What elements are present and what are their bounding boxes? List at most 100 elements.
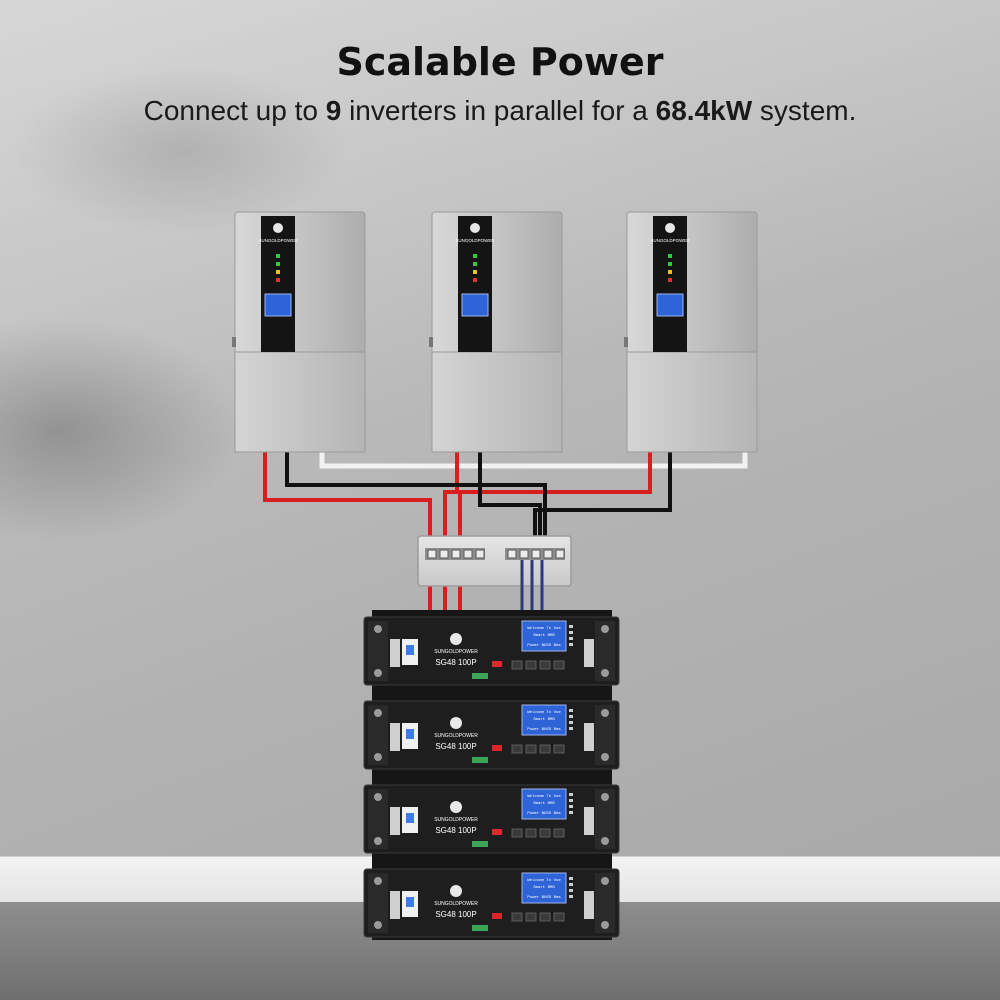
mount-screw (601, 753, 609, 761)
busbar-terminal (439, 549, 449, 559)
rack-ear-right (595, 621, 615, 681)
busbar-terminal (555, 549, 565, 559)
battery-lcd-screen (521, 620, 567, 652)
brand-sun-icon (470, 223, 480, 233)
battery-module-4: SUNGOLDPOWER SG48 100P Welcome To Use Sm… (363, 868, 620, 938)
positive-cables (263, 452, 652, 615)
comm-ports (511, 744, 565, 754)
busbar-terminal (531, 549, 541, 559)
inverter-brand: SUNGOLDPOWER (258, 238, 298, 243)
terminal-block (472, 841, 488, 847)
negative-terminal (584, 723, 594, 751)
battery-module-3: SUNGOLDPOWER SG48 100P Welcome To Use Sm… (363, 784, 620, 854)
breaker-toggle (406, 729, 414, 739)
lcd-buttons (569, 877, 573, 898)
lcd-line-2: Smart BMS (533, 885, 555, 890)
lcd-line-3: Power BOSS Bms (527, 643, 561, 648)
positive-cable-1 (263, 452, 432, 615)
battery-brand: SUNGOLDPOWER (434, 817, 478, 823)
inverter-lcd-screen (656, 293, 684, 317)
mount-screw (374, 921, 382, 929)
inverter-row: SUNGOLDPOWER SUNGOLDPOWER (232, 211, 758, 453)
rack-ear-left (368, 621, 388, 681)
busbar-box (417, 535, 572, 587)
battery-brand: SUNGOLDPOWER (434, 733, 478, 739)
brand-sun-icon (450, 633, 462, 645)
status-leds (276, 254, 280, 282)
lcd-line-1: Welcome To Use (527, 626, 561, 631)
brand-sun-icon (665, 223, 675, 233)
mount-screw (601, 837, 609, 845)
lcd-buttons (569, 625, 573, 646)
lcd-buttons (569, 709, 573, 730)
battery-model: SG48 100P (435, 826, 476, 835)
mount-screw (601, 877, 609, 885)
battery-module-1: SUNGOLDPOWER SG48 100P Welcome To Use Sm… (363, 616, 620, 686)
busbar-terminal (507, 549, 517, 559)
lcd-buttons (569, 793, 573, 814)
busbar-terminal (427, 549, 437, 559)
negative-cables (285, 452, 672, 540)
battery-lcd-screen (521, 872, 567, 904)
battery-lcd-screen (521, 704, 567, 736)
terminal-block (472, 925, 488, 931)
dip-switch (492, 745, 502, 751)
inverter-front-panel (261, 216, 295, 352)
mount-screw (374, 837, 382, 845)
mount-screw (374, 793, 382, 801)
positive-cable-3 (458, 452, 652, 615)
subheadline: Connect up to 9 inverters in parallel fo… (0, 95, 1000, 127)
rack-ear-right (595, 873, 615, 933)
inverter-lower-cover (626, 351, 758, 453)
breaker-toggle (406, 897, 414, 907)
rack-ear-left (368, 789, 388, 849)
mount-screw (374, 877, 382, 885)
rack-ear-left (368, 873, 388, 933)
battery-brand: SUNGOLDPOWER (434, 649, 478, 655)
inverter-3: SUNGOLDPOWER (624, 211, 758, 453)
battery-lcd-screen (521, 788, 567, 820)
battery-module-2: SUNGOLDPOWER SG48 100P Welcome To Use Sm… (363, 700, 620, 770)
inverter-lcd-screen (461, 293, 489, 317)
rack-ear-right (595, 789, 615, 849)
negative-cable-2 (478, 452, 542, 540)
lcd-line-3: Power BOSS Bms (527, 895, 561, 900)
busbar-terminal (543, 549, 553, 559)
mount-screw (601, 793, 609, 801)
inverter-lower-cover (431, 351, 563, 453)
negative-terminal (584, 639, 594, 667)
lcd-line-2: Smart BMS (533, 801, 555, 806)
inverter-side-button (624, 337, 628, 347)
busbar-terminals (427, 549, 565, 559)
mount-screw (601, 709, 609, 717)
battery-brand: SUNGOLDPOWER (434, 901, 478, 907)
battery-model: SG48 100P (435, 910, 476, 919)
rack-ear-right (595, 705, 615, 765)
inverter-front-panel (653, 216, 687, 352)
battery-model: SG48 100P (435, 658, 476, 667)
mount-screw (601, 669, 609, 677)
lcd-line-2: Smart BMS (533, 717, 555, 722)
positive-terminal (390, 807, 400, 835)
brand-sun-icon (450, 717, 462, 729)
busbar-enclosure (417, 535, 572, 587)
mount-screw (374, 709, 382, 717)
inverter-brand: SUNGOLDPOWER (455, 238, 495, 243)
parallel-cable-path (319, 452, 748, 469)
mount-screw (601, 921, 609, 929)
comm-ports (511, 912, 565, 922)
battery-model: SG48 100P (435, 742, 476, 751)
mount-screw (374, 753, 382, 761)
inverter-side-button (429, 337, 433, 347)
status-leds (668, 254, 672, 282)
negative-cable-1 (285, 452, 547, 540)
inverter-2: SUNGOLDPOWER (429, 211, 563, 453)
lcd-line-1: Welcome To Use (527, 878, 561, 883)
breaker-toggle (406, 813, 414, 823)
dip-switch (492, 661, 502, 667)
rack-ear-left (368, 705, 388, 765)
mount-screw (374, 625, 382, 633)
lcd-line-1: Welcome To Use (527, 710, 561, 715)
dip-switch (492, 913, 502, 919)
